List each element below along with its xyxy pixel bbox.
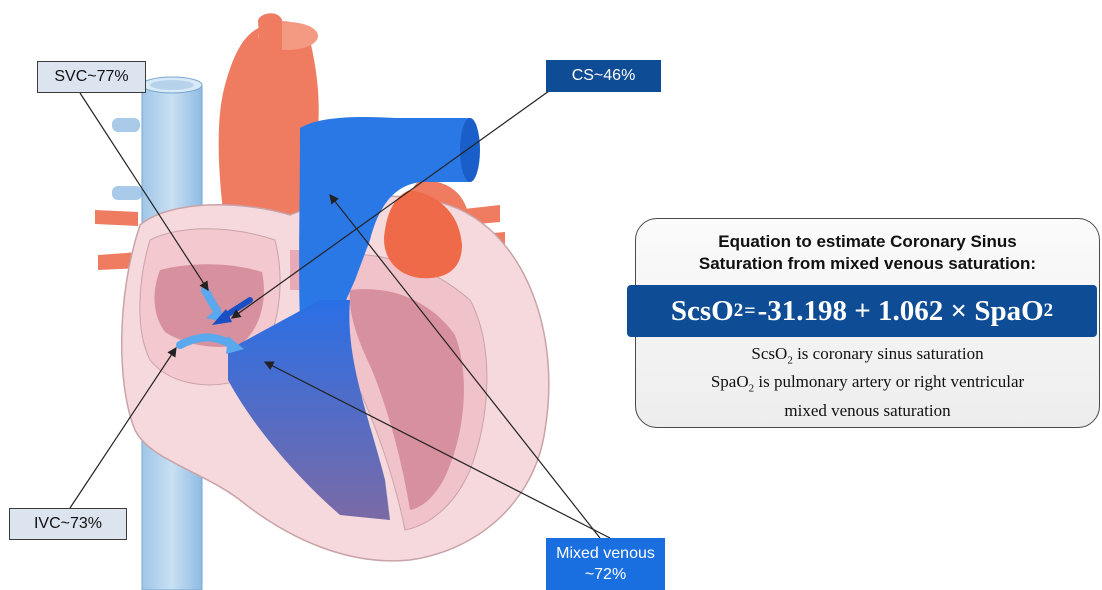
formula-lhs: ScsO [671, 295, 734, 328]
cs-saturation-label: CS~46% [546, 60, 661, 92]
mixed-venous-label: Mixed venous ~72% [546, 538, 665, 590]
cs-saturation-text: CS~46% [572, 67, 636, 85]
note-2-text: is pulmonary artery or right ventricular [754, 372, 1024, 391]
ivc-saturation-text: IVC~73% [34, 515, 102, 533]
ivc-saturation-label: IVC~73% [9, 508, 127, 540]
formula-rhs: -31.198 + 1.062 × SpaO [758, 295, 1044, 328]
equation-notes: ScsO2 is coronary sinus saturation SpaO2… [636, 343, 1099, 421]
note-2-term: SpaO [711, 372, 749, 391]
svc-saturation-label: SVC~77% [37, 61, 146, 93]
equation-heading-line2: Saturation from mixed venous saturation: [636, 253, 1099, 275]
equation-note: SpaO2 is pulmonary artery or right ventr… [636, 371, 1099, 399]
note-1-term: ScsO [751, 344, 787, 363]
equation-heading: Equation to estimate Coronary Sinus Satu… [636, 231, 1099, 275]
note-1-text: is coronary sinus saturation [793, 344, 984, 363]
equation-heading-line1: Equation to estimate Coronary Sinus [636, 231, 1099, 253]
formula-lhs-subscript: 2 [734, 300, 744, 322]
equation-note: mixed venous saturation [636, 400, 1099, 421]
note-3-text: mixed venous saturation [784, 401, 950, 420]
equation-note: ScsO2 is coronary sinus saturation [636, 343, 1099, 371]
equation-panel: Equation to estimate Coronary Sinus Satu… [635, 218, 1100, 428]
mixed-venous-line2: ~72% [585, 564, 626, 585]
mixed-venous-line1: Mixed venous [556, 543, 655, 564]
svc-saturation-text: SVC~77% [54, 68, 128, 86]
formula-rhs-subscript: 2 [1044, 300, 1054, 322]
formula-equals: = [744, 300, 755, 323]
